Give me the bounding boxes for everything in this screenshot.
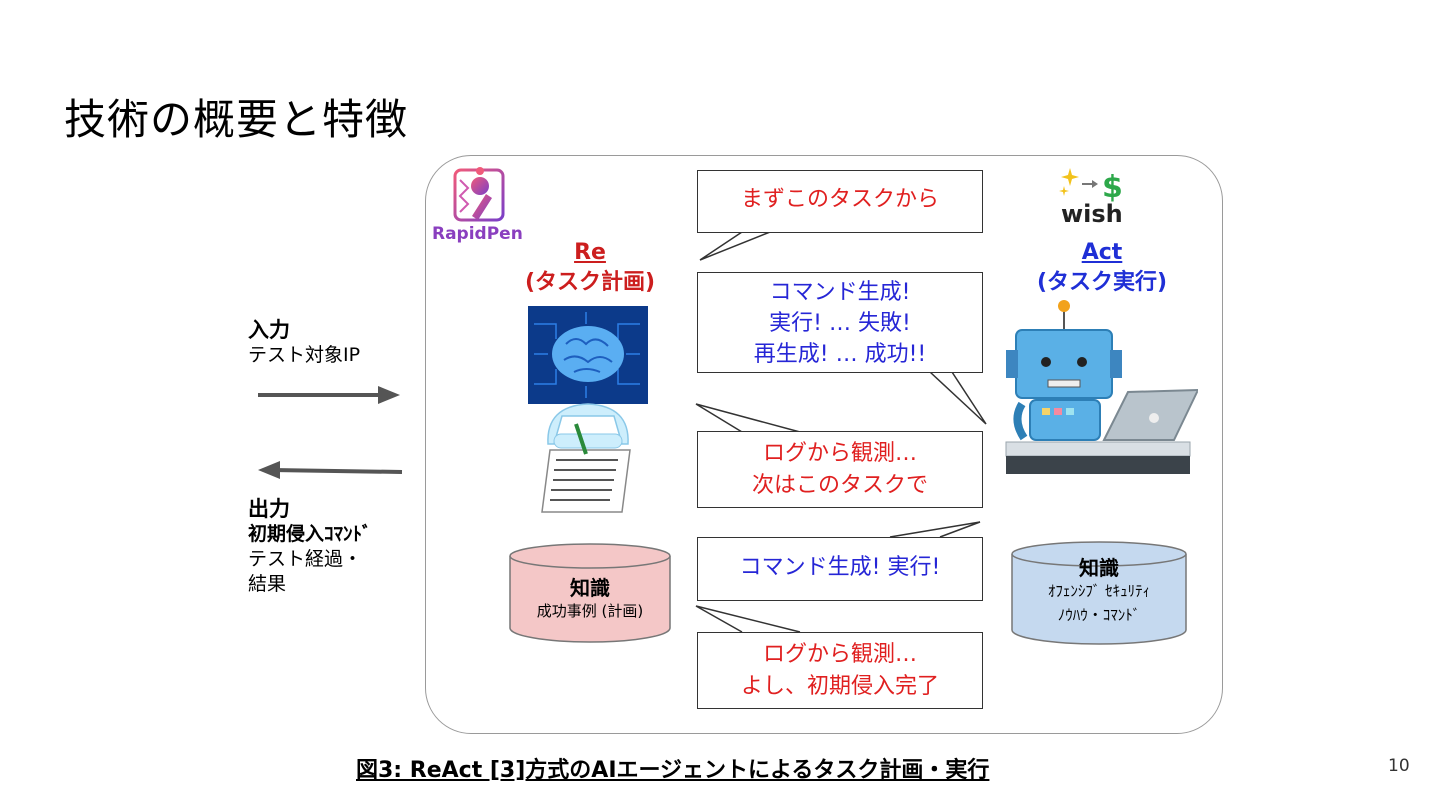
output-line2: テスト経過・ [248,548,363,570]
brain-chip-icon [528,306,648,513]
robot-laptop-icon [1005,300,1198,474]
bubble-plan-3: ログから観測… よし、初期侵入完了 [697,632,983,709]
io-arrows [258,386,403,479]
bubble-act-1: コマンド生成! 実行! … 失敗! 再生成! … 成功!! [697,272,983,373]
wish-logo-text: wish [1061,200,1123,228]
output-line3: 結果 [248,573,287,595]
output-heading: 出力 [248,497,290,521]
knowledge-right-db: 知識 ｵﾌｪﾝｼﾌﾞ ｾｷｭﾘﾃｨ ﾉｳﾊｳ・ｺﾏﾝﾄﾞ [1010,540,1188,646]
database-icon [1011,541,1187,645]
input-block: 入力 テスト対象IP [248,318,360,368]
bubble-line: よし、初期侵入完了 [740,674,939,699]
bubble-line: コマンド生成! 実行! [739,555,941,580]
knowledge-left-title: 知識 [570,576,610,600]
knowledge-right-line2: ﾉｳﾊｳ・ｺﾏﾝﾄﾞ [1057,606,1141,624]
output-arrow [258,461,403,479]
bubble-line: 再生成! … 成功!! [753,342,927,367]
bubble-tails [695,231,987,633]
bubble-line: ログから観測… [762,441,917,466]
bubble-line: 次はこのタスクで [751,473,928,498]
input-arrow [258,386,400,404]
knowledge-right-title: 知識 [1079,556,1119,580]
knowledge-right-line1: ｵﾌｪﾝｼﾌﾞ ｾｷｭﾘﾃｨ [1047,582,1151,600]
acting-subtitle: (タスク実行) [1036,270,1168,295]
rapidpen-robot-icon [453,167,505,222]
bubble-line: 実行! … 失敗! [769,311,911,336]
input-heading: 入力 [248,318,290,342]
slide-title: 技術の概要と特徴 [64,95,409,144]
bubble-plan-2: ログから観測… 次はこのタスクで [697,431,983,508]
acting-title: Act [1081,240,1123,265]
rapidpen-logo-text: RapidPen [432,224,523,244]
bubble-line: ログから観測… [762,642,917,667]
input-text: テスト対象IP [248,344,361,366]
bubble-line: まずこのタスクから [740,187,939,212]
svg-text:$: $ [1102,170,1123,202]
reasoning-heading: Re (タスク計画) [500,238,680,298]
knowledge-left-text: 成功事例 (計画) [536,602,644,620]
knowledge-left-db: 知識 成功事例 (計画) [508,542,672,644]
bubble-plan-1: まずこのタスクから [697,170,983,233]
bubble-act-2: コマンド生成! 実行! [697,537,983,601]
acting-heading: Act (タスク実行) [1012,238,1192,298]
sparkles-dollar-icon: $ [1059,168,1123,202]
page-number: 10 [1388,756,1410,776]
reasoning-subtitle: (タスク計画) [524,270,656,295]
reasoning-title: Re [574,240,606,265]
output-block: 出力 初期侵入ｺﾏﾝﾄﾞ テスト経過・ 結果 [248,497,372,597]
database-icon [509,543,671,643]
output-line1: 初期侵入ｺﾏﾝﾄﾞ [248,523,372,545]
figure-caption: 図3: ReAct [3]方式のAIエージェントによるタスク計画・実行 [356,758,990,783]
bubble-line: コマンド生成! [769,280,911,305]
